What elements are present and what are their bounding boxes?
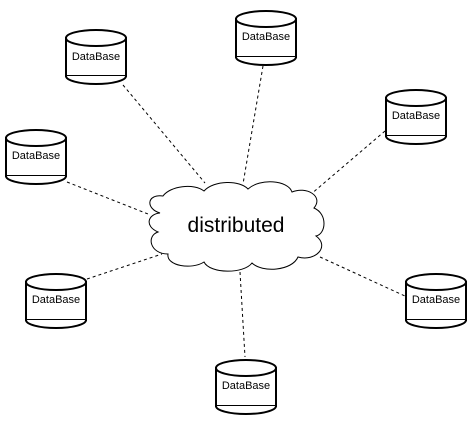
database-label: DataBase — [412, 294, 460, 306]
connector-line — [122, 84, 206, 184]
database-label: DataBase — [12, 150, 60, 162]
database-label: DataBase — [222, 380, 270, 392]
database-cylinder: DataBase — [25, 273, 87, 329]
connector-line — [242, 65, 264, 185]
distributed-cloud: distributed — [148, 181, 325, 272]
database-cylinder: DataBase — [215, 359, 277, 415]
database-label: DataBase — [392, 110, 440, 122]
database-label: DataBase — [32, 294, 80, 306]
database-label: DataBase — [72, 51, 120, 63]
connector-line — [239, 271, 246, 358]
database-cylinder: DataBase — [235, 10, 297, 66]
database-cylinder: DataBase — [405, 273, 467, 329]
connector-line — [309, 130, 386, 196]
cloud-shape — [148, 181, 325, 272]
cloud-label: distributed — [188, 214, 285, 237]
connector-line — [86, 253, 163, 280]
connector-lines — [66, 65, 406, 358]
connector-line — [66, 181, 149, 215]
database-cylinder: DataBase — [65, 29, 127, 85]
database-label: DataBase — [242, 31, 290, 43]
connector-line — [319, 256, 406, 297]
database-cylinder: DataBase — [5, 129, 67, 185]
database-cylinder: DataBase — [385, 89, 447, 145]
